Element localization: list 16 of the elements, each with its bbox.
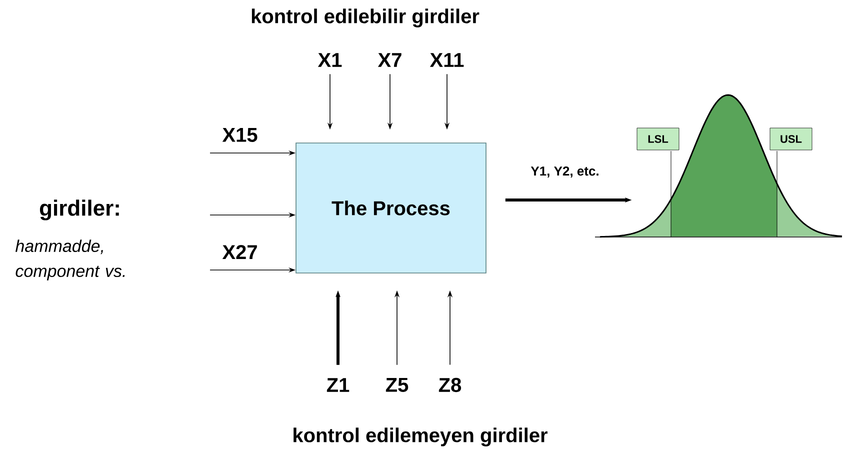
input-label: Z8 [438, 378, 462, 392]
input-label: Z1 [326, 378, 350, 392]
input-label: X11 [430, 53, 464, 67]
heading: kontrol edilemeyen girdiler [294, 428, 548, 446]
input-label: Z5 [386, 378, 408, 392]
edge-label: X27 [221, 244, 259, 260]
input-label: X1 [318, 53, 342, 67]
input-label: X7 [378, 53, 402, 67]
edge-label: X15 [221, 127, 259, 143]
process-box: The Process [296, 142, 486, 274]
edge-label: Y1, Y2, etc. [530, 165, 600, 179]
note-text: hammadde, component vs. [16, 240, 125, 280]
limit-label: USL [770, 128, 812, 150]
heading: girdiler: [40, 200, 119, 220]
heading: kontrol edilebilir girdiler [252, 8, 480, 28]
limit-label: LSL [636, 128, 680, 150]
